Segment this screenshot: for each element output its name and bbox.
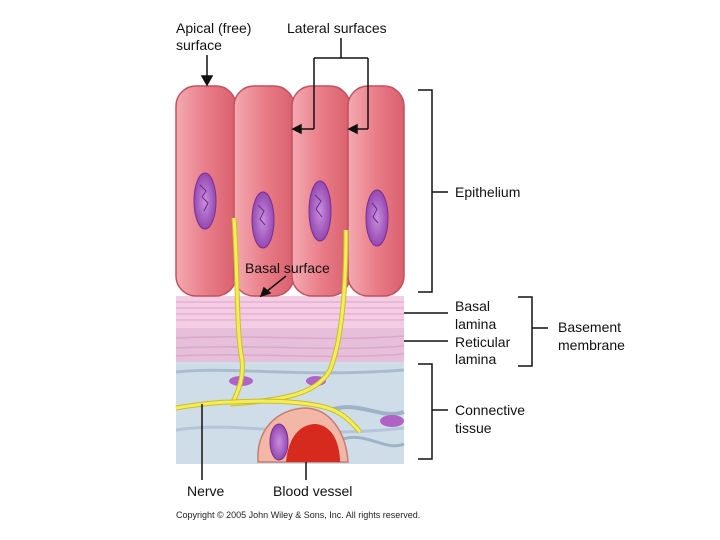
- basal-lamina-layer: [176, 296, 404, 328]
- endothelial-nucleus: [269, 423, 289, 461]
- connective-tissue-label-line2: tissue: [455, 420, 492, 436]
- copyright-notice: Copyright © 2005 John Wiley & Sons, Inc.…: [176, 510, 421, 520]
- leader-lines: [200, 38, 548, 480]
- epithelial-cells: [175, 85, 405, 297]
- basal-lamina-label-line1: Basal: [455, 298, 491, 314]
- nucleus: [193, 172, 217, 230]
- basal-surface-label: Basal surface: [245, 260, 330, 276]
- lateral-surfaces-label: Lateral surfaces: [287, 20, 387, 36]
- apical-surface-label-line2: surface: [176, 37, 222, 53]
- blood-vessel: [257, 407, 349, 463]
- basement-membrane-label-line2: membrane: [558, 337, 625, 353]
- nucleus: [308, 180, 332, 242]
- fibroblast-cell: [380, 415, 404, 427]
- nucleus: [365, 189, 389, 247]
- blood-vessel-label: Blood vessel: [273, 483, 353, 499]
- nerve-label: Nerve: [187, 483, 225, 499]
- nerve-fibers: [175, 217, 362, 434]
- basement-membrane-label-line1: Basement: [558, 319, 622, 335]
- reticular-lamina-label-line1: Reticular: [455, 334, 511, 350]
- epithelium-label: Epithelium: [455, 184, 521, 200]
- apical-surface-label-line1: Apical (free): [176, 20, 252, 36]
- basal-lamina-label-line2: lamina: [455, 316, 497, 332]
- reticular-lamina-layer: [176, 328, 404, 362]
- nucleus: [251, 191, 275, 249]
- connective-tissue-label-line1: Connective: [455, 402, 526, 418]
- reticular-lamina-label-line2: lamina: [455, 351, 497, 367]
